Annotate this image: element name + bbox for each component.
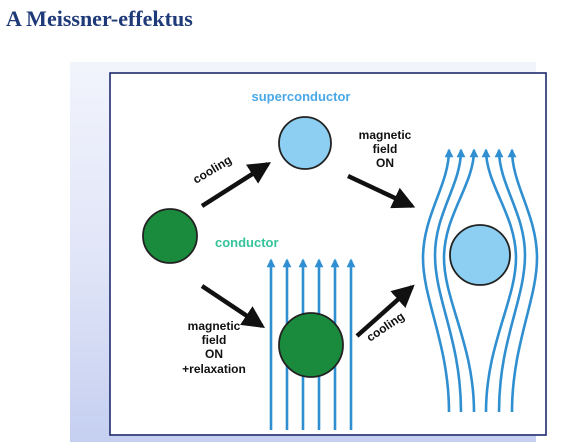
conductor-in-field-sphere: [278, 312, 344, 378]
process-arrows: [200, 162, 416, 338]
svg-text:ON: ON: [376, 156, 394, 170]
svg-text:magnetic: magnetic: [359, 128, 412, 142]
field-line: [433, 148, 466, 413]
field-on-relaxation-label: magnetic field ON +relaxation: [182, 319, 246, 376]
expelled-field-lines: [421, 148, 539, 413]
arrow-field-on: [347, 173, 416, 209]
svg-text:field: field: [202, 333, 227, 347]
conductor-sphere: [142, 208, 198, 264]
svg-text:+relaxation: +relaxation: [182, 362, 246, 376]
page-title: A Meissner-effektus: [6, 6, 193, 31]
field-line: [494, 148, 527, 413]
conductor-label: conductor: [215, 235, 279, 250]
field-on-label: magnetic field ON: [359, 128, 412, 170]
superconductor-in-field-sphere: [449, 224, 511, 286]
arrow-field-relax: [200, 284, 265, 328]
arrow-cooling-bottom: [355, 284, 415, 338]
arrow-cooling-top: [200, 162, 272, 208]
svg-text:ON: ON: [205, 347, 223, 361]
svg-text:field: field: [373, 142, 398, 156]
field-line: [421, 148, 454, 413]
superconductor-sphere: [278, 116, 332, 170]
field-line: [507, 148, 539, 413]
svg-text:magnetic: magnetic: [188, 319, 241, 333]
superconductor-label: superconductor: [252, 89, 351, 104]
field-line: [442, 148, 479, 413]
field-line: [481, 148, 518, 413]
